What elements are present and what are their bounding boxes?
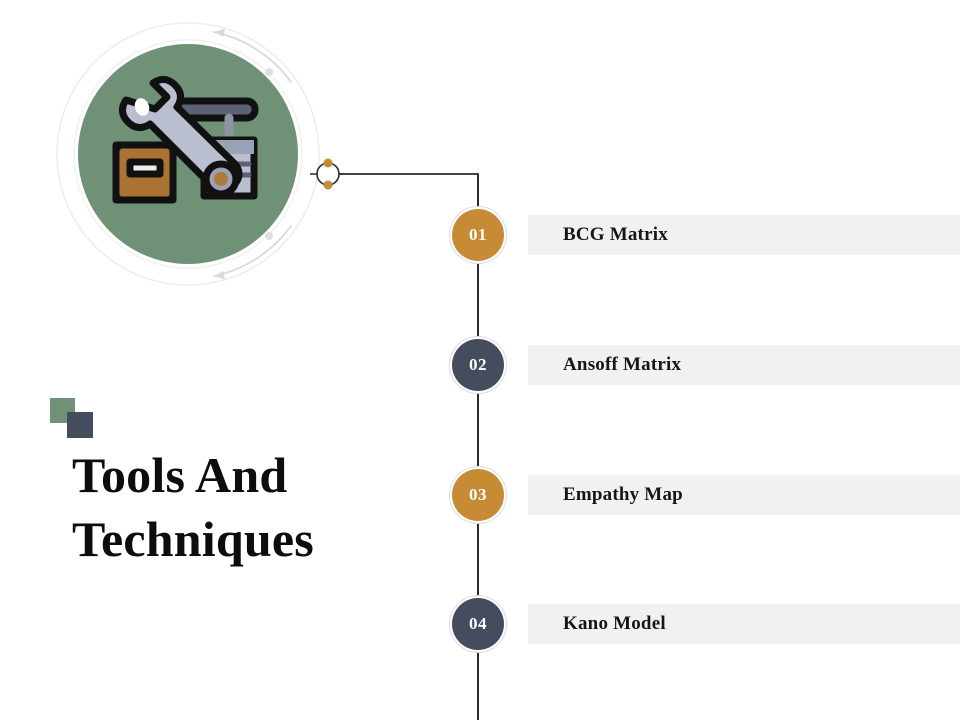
step-number-01: 01 <box>452 209 504 261</box>
timeline-step-03[interactable]: Empathy Map 03 <box>0 466 960 524</box>
step-badge-03[interactable]: 03 <box>449 466 507 524</box>
toolbox-wrench-icon <box>112 76 259 204</box>
page-title: Tools And Techniques <box>72 447 314 567</box>
step-number-02: 02 <box>452 339 504 391</box>
step-bar-01 <box>528 215 960 255</box>
step-number-03: 03 <box>452 469 504 521</box>
step-label-03: Empathy Map <box>563 484 683 505</box>
step-bar-02 <box>528 345 960 385</box>
step-bar-03 <box>528 475 960 515</box>
timeline-step-04[interactable]: Kano Model 04 <box>0 595 960 653</box>
connector-dot-bottom-icon <box>323 180 333 190</box>
timeline-step-01[interactable]: BCG Matrix 01 <box>0 206 960 264</box>
decor-square-dark <box>67 412 93 438</box>
timeline-step-02[interactable]: Ansoff Matrix 02 <box>0 336 960 394</box>
hero-illustration <box>48 8 348 328</box>
step-badge-02[interactable]: 02 <box>449 336 507 394</box>
step-badge-01[interactable]: 01 <box>449 206 507 264</box>
timeline-axis <box>477 175 479 720</box>
decorative-squares <box>50 398 106 442</box>
step-badge-04[interactable]: 04 <box>449 595 507 653</box>
step-label-02: Ansoff Matrix <box>563 354 682 375</box>
step-label-04: Kano Model <box>563 613 666 634</box>
connector-dot-top-icon <box>323 158 333 168</box>
step-bar-04 <box>528 604 960 644</box>
step-label-01: BCG Matrix <box>563 224 668 245</box>
step-number-04: 04 <box>452 598 504 650</box>
rotating-arrows-ring-icon <box>56 22 320 286</box>
